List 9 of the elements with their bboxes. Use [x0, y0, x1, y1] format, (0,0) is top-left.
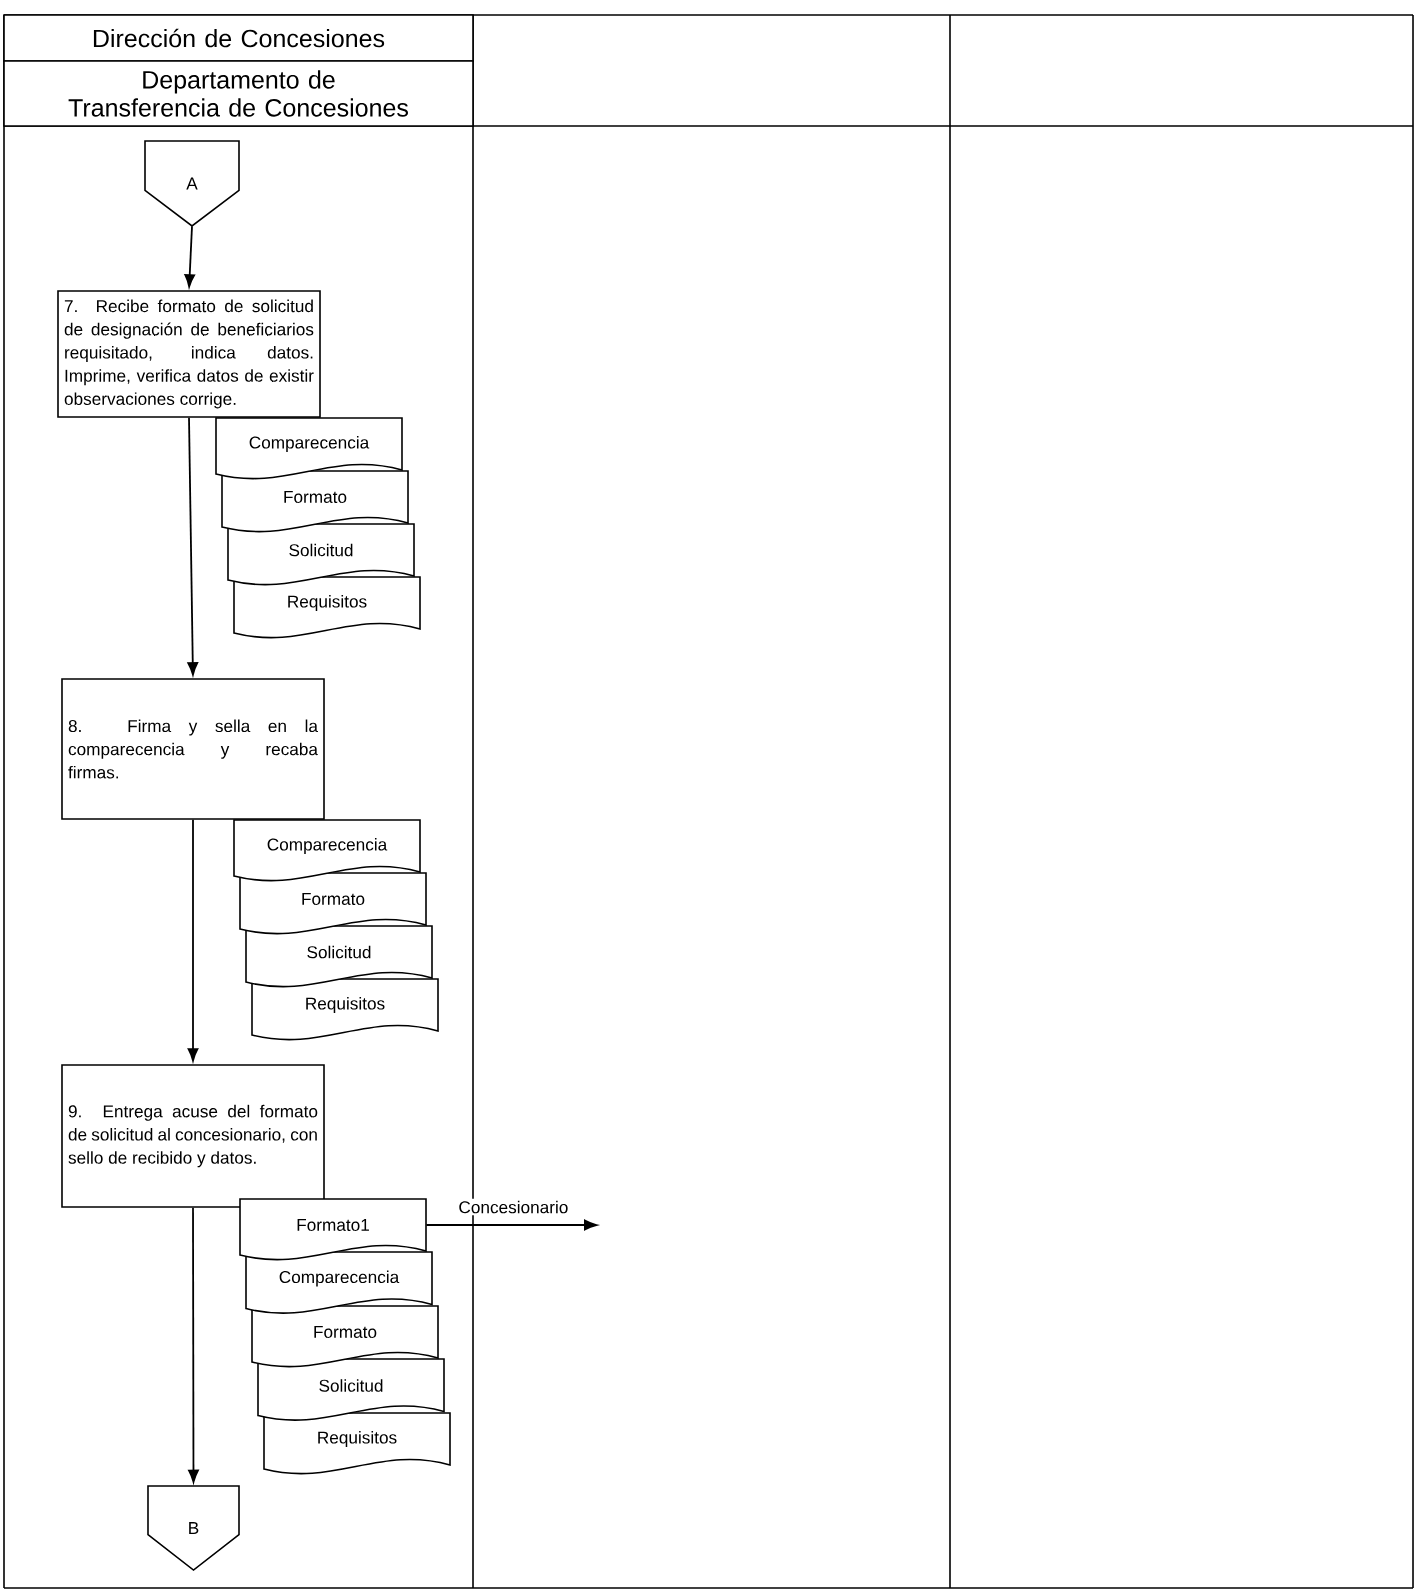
arrow: [187, 416, 199, 676]
arrow: [184, 225, 196, 288]
header-cell: Dirección de Concesiones: [3, 14, 474, 62]
edge-label: Concesionario: [456, 1198, 571, 1216]
off-page-connector: A: [144, 140, 240, 227]
header-cell: Departamento de Transferencia de Concesiones: [3, 60, 474, 127]
off-page-connector: B: [147, 1485, 240, 1572]
arrow: [187, 818, 199, 1062]
arrow: [425, 1219, 598, 1231]
